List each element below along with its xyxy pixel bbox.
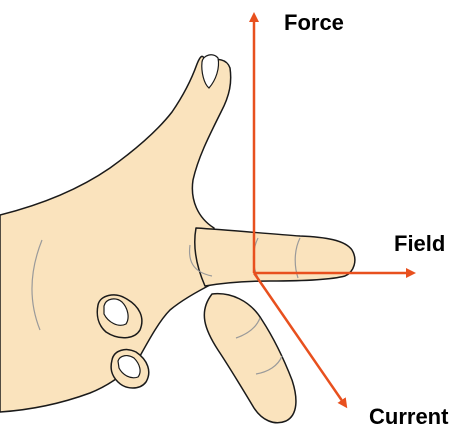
hand — [0, 55, 355, 423]
force-label: Force — [284, 12, 344, 34]
field-label: Field — [394, 233, 445, 255]
current-label: Current — [369, 406, 448, 428]
index-finger — [195, 228, 355, 286]
